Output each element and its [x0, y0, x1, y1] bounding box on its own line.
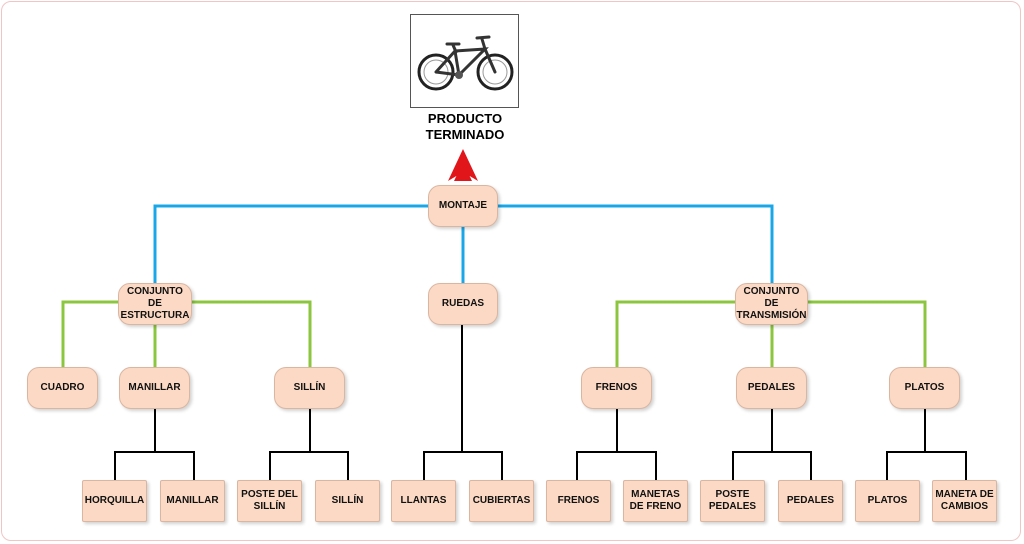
part-poste-pedales: POSTE PEDALES: [700, 480, 765, 522]
part-poste-sillin: POSTE DEL SILLÍN: [237, 480, 302, 522]
arrow-up-inner-icon: [454, 162, 472, 181]
node-manillar: MANILLAR: [119, 367, 190, 409]
product-label: PRODUCTO TERMINADO: [425, 111, 505, 142]
part-frenos: FRENOS: [546, 480, 611, 522]
node-conjunto-estructura: CONJUNTO DE ESTRUCTURA: [118, 283, 192, 325]
part-manetas-freno: MANETAS DE FRENO: [623, 480, 688, 522]
level3-connectors: [114, 325, 967, 480]
product-image: [410, 14, 519, 108]
node-sillin: SILLÍN: [274, 367, 345, 409]
node-cuadro: CUADRO: [27, 367, 98, 409]
part-horquilla: HORQUILLA: [82, 480, 147, 522]
part-manillar: MANILLAR: [160, 480, 225, 522]
node-conjunto-transmision: CONJUNTO DE TRANSMISIÓN: [735, 283, 808, 325]
node-ruedas: RUEDAS: [428, 283, 498, 325]
part-maneta-cambios: MANETA DE CAMBIOS: [932, 480, 997, 522]
node-pedales: PEDALES: [736, 367, 807, 409]
part-pedales: PEDALES: [778, 480, 843, 522]
part-cubiertas: CUBIERTAS: [469, 480, 534, 522]
node-platos: PLATOS: [889, 367, 960, 409]
bicycle-icon: [417, 35, 514, 91]
node-frenos: FRENOS: [581, 367, 652, 409]
level2-connectors: [61, 300, 927, 367]
part-platos: PLATOS: [855, 480, 920, 522]
part-sillin: SILLÍN: [315, 480, 380, 522]
part-llantas: LLANTAS: [391, 480, 456, 522]
level1-connectors: [153, 204, 774, 283]
node-montaje: MONTAJE: [428, 185, 498, 227]
